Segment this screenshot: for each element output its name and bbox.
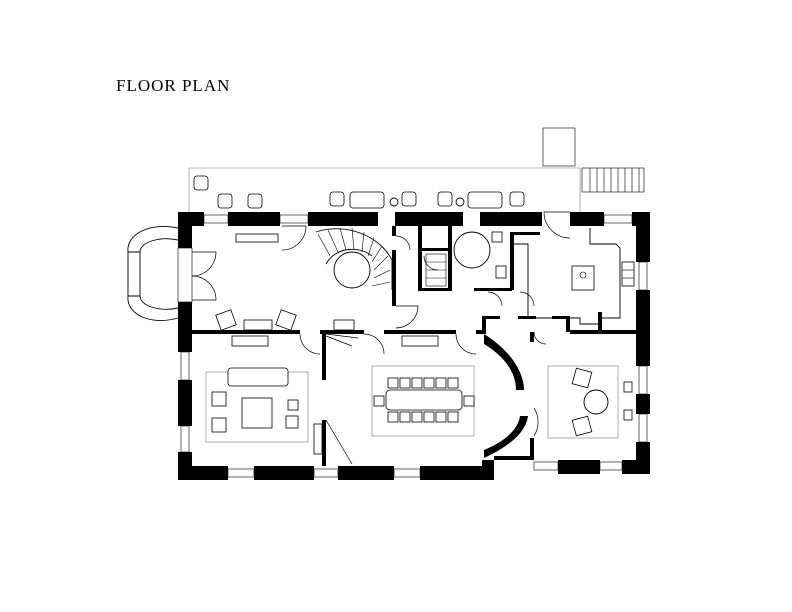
- entrance-steps: [127, 226, 217, 321]
- interior-doors: [281, 211, 571, 465]
- study: [547, 365, 633, 439]
- exterior-walls: [178, 212, 650, 480]
- bathroom: [453, 231, 507, 279]
- interior-walls: [192, 226, 636, 466]
- terrace: [188, 127, 645, 212]
- windows: [180, 214, 648, 478]
- staircase: [315, 227, 447, 290]
- terrace-seating: [193, 175, 525, 209]
- living-room: [205, 335, 323, 455]
- dining-room: [371, 335, 475, 437]
- floor-plan-title: FLOOR PLAN: [116, 76, 231, 95]
- kitchen: [514, 228, 635, 325]
- hall-furniture: [215, 233, 355, 331]
